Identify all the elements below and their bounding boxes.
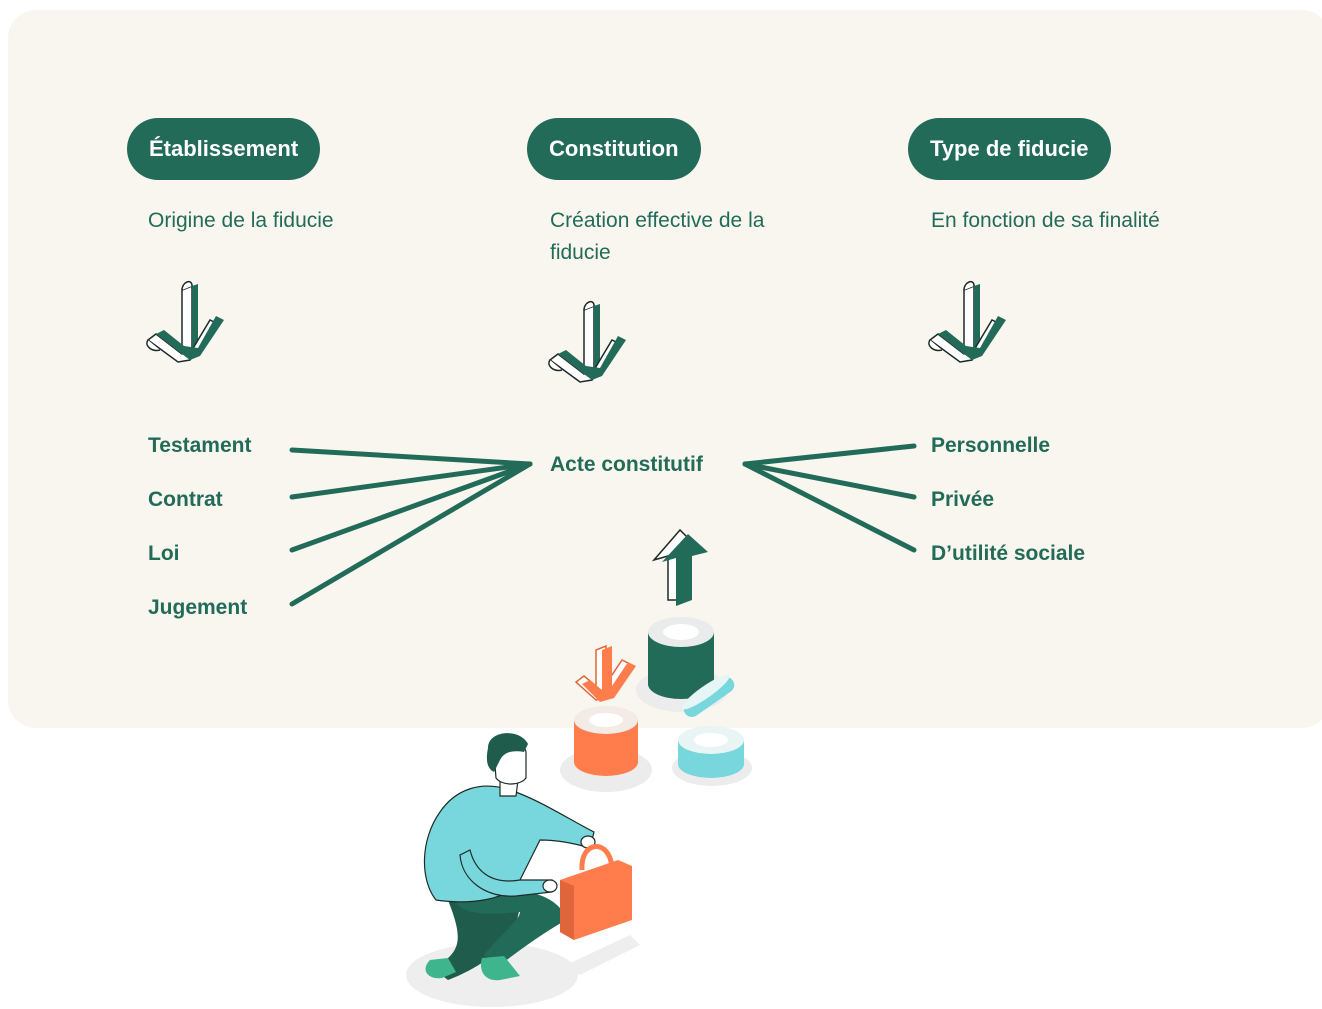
description-type-de-fiducie: En fonction de sa finalité	[931, 209, 1160, 232]
description-constitution: Création effective de la fiducie	[550, 209, 765, 264]
heading-type-de-fiducie: Type de fiducie	[908, 118, 1111, 180]
item-personnelle: Personnelle	[931, 434, 1051, 457]
item-acte-constitutif: Acte constitutif	[550, 453, 703, 476]
item-contrat: Contrat	[148, 488, 223, 511]
heading-etablissement: Établissement	[127, 118, 321, 180]
person-illustration	[423, 733, 596, 981]
item-loi: Loi	[148, 542, 180, 565]
item-testament: Testament	[148, 434, 252, 457]
description-etablissement: Origine de la fiducie	[148, 209, 334, 232]
person-shadow	[406, 943, 578, 1007]
item-privee: Privée	[931, 488, 995, 511]
heading-constitution: Constitution	[527, 118, 701, 180]
item-jugement: Jugement	[148, 596, 248, 619]
bag-icon	[560, 844, 632, 940]
item-utilite-sociale: D’utilité sociale	[931, 542, 1086, 565]
coin-teal-icon	[678, 726, 744, 778]
